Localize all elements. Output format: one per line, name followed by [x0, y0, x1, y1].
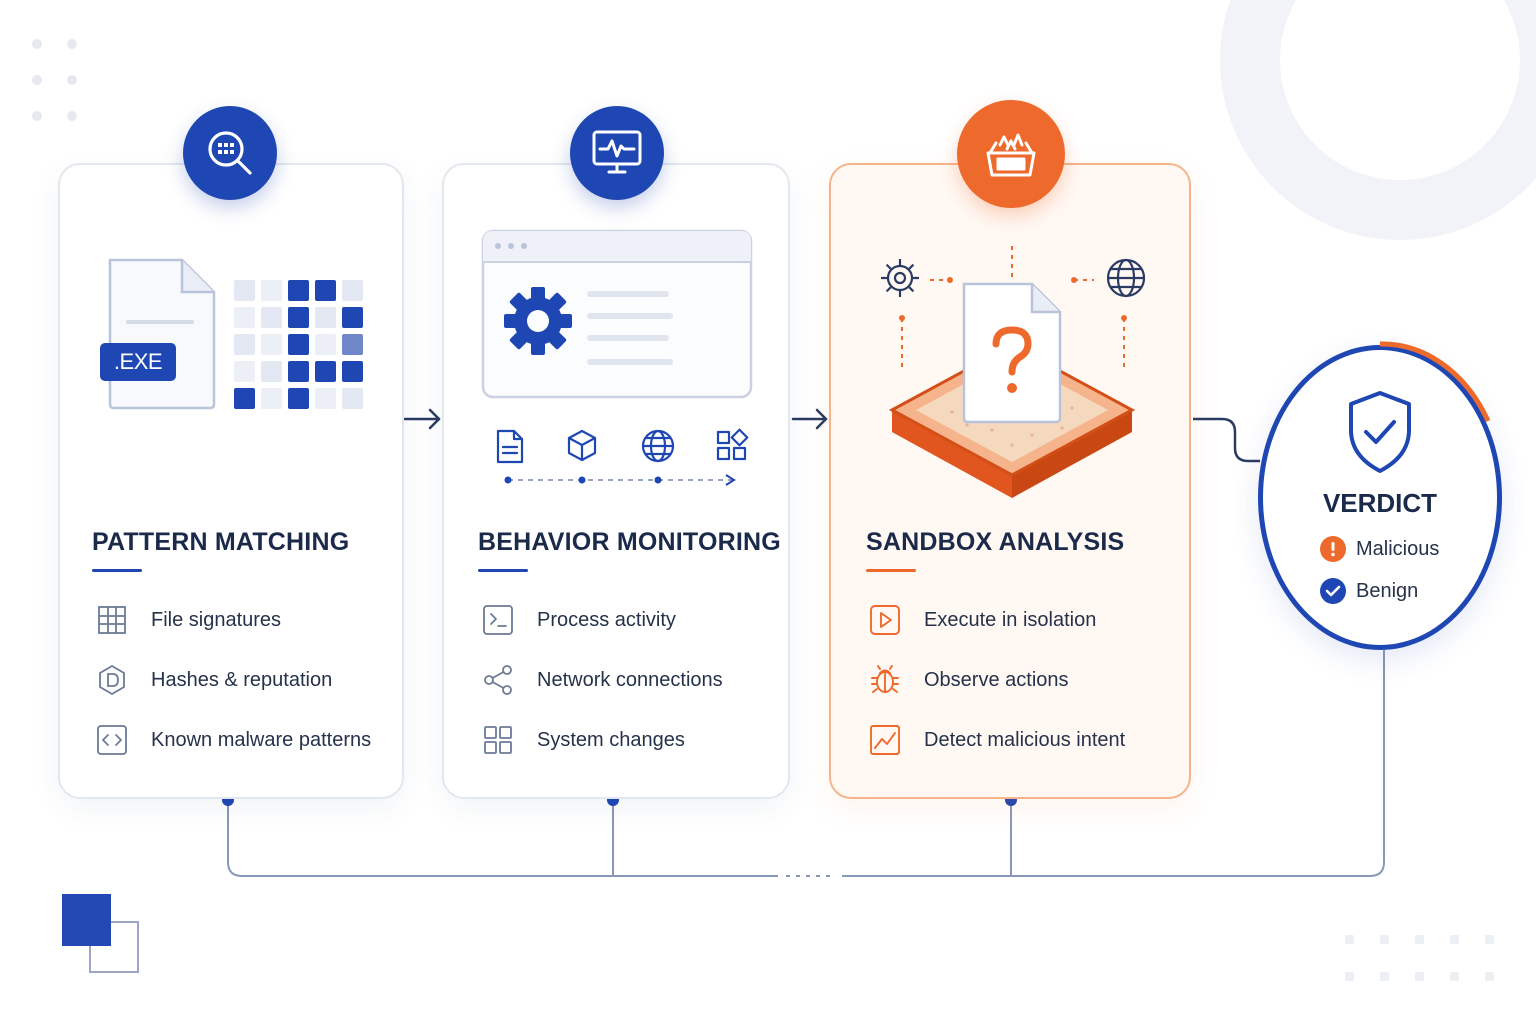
signature-cell: [261, 388, 282, 409]
terminal-icon: [481, 603, 515, 637]
feature-label: Process activity: [537, 608, 676, 631]
bug-icon: [868, 663, 902, 697]
stage-title-pattern-matching: PATTERN MATCHING: [92, 528, 350, 556]
play-box-icon: [868, 603, 902, 637]
verdict-ring-accent: [1379, 341, 1491, 423]
flow-arrows: [403, 408, 828, 430]
feature-process-activity: Process activity: [481, 602, 676, 638]
share-nodes-icon: [481, 663, 515, 697]
signature-cell: [288, 280, 309, 301]
decorative-dots-top-left: [32, 39, 77, 121]
signature-cell: [342, 388, 363, 409]
sandbox-illustration: [881, 246, 1146, 498]
verdict-title: VERDICT: [1322, 488, 1438, 518]
feature-label: Hashes & reputation: [151, 668, 333, 691]
code-brackets-icon: [95, 723, 129, 757]
gear-icon: [504, 287, 572, 355]
signature-grid: [234, 280, 363, 409]
apps-grid-icon: [481, 723, 515, 757]
feature-hashes-reputation: Hashes & reputation: [95, 662, 332, 698]
signature-cell: [315, 361, 336, 382]
signature-cell: [288, 388, 309, 409]
feature-label: Detect malicious intent: [924, 728, 1126, 751]
grid-icon: [95, 603, 129, 637]
monitor-pulse-icon: [570, 106, 664, 200]
stage-title-sandbox-analysis: SANDBOX ANALYSIS: [866, 528, 1125, 556]
feature-system-changes: System changes: [481, 722, 685, 758]
feature-file-signatures: File signatures: [95, 602, 281, 638]
signature-cell: [261, 361, 282, 382]
stage-title-behavior-monitoring: BEHAVIOR MONITORING: [478, 528, 781, 556]
decorative-dots-bottom-right: [1345, 935, 1494, 981]
signature-cell: [288, 334, 309, 355]
hash-shield-icon: [95, 663, 129, 697]
trend-chart-icon: [868, 723, 902, 757]
signature-cell: [288, 307, 309, 328]
title-underline: [866, 569, 916, 572]
signature-cell: [315, 280, 336, 301]
globe-icon: [641, 429, 675, 463]
shield-check-icon: [1349, 391, 1411, 473]
connector-bus: [227, 650, 1385, 877]
verdict-outcome-malicious: Malicious: [1320, 536, 1439, 562]
verdict-connector: [1193, 417, 1260, 463]
check-icon: [1320, 578, 1346, 604]
gear-icon: [881, 259, 919, 297]
signature-cell: [234, 388, 255, 409]
verdict-panel: [1258, 345, 1502, 650]
feature-detect-malicious-intent: Detect malicious intent: [868, 722, 1125, 758]
document-icon: [496, 429, 524, 464]
feature-label: Execute in isolation: [924, 608, 1097, 631]
signature-cell: [288, 361, 309, 382]
signature-cell: [261, 334, 282, 355]
signature-cell: [342, 280, 363, 301]
signature-cell: [261, 280, 282, 301]
process-window: [481, 229, 753, 399]
signature-cell: [315, 307, 336, 328]
signature-cell: [315, 334, 336, 355]
feature-label: System changes: [537, 728, 685, 751]
feature-label: Network connections: [537, 668, 723, 691]
exe-file-label: .EXE: [100, 343, 176, 381]
signature-cell: [261, 307, 282, 328]
signature-cell: [234, 280, 255, 301]
unknown-file-icon: [962, 282, 1062, 424]
feature-network-connections: Network connections: [481, 662, 723, 698]
signature-cell: [234, 334, 255, 355]
feature-label: Observe actions: [924, 668, 1069, 691]
feature-label: File signatures: [151, 608, 282, 631]
exe-file-icon: [108, 258, 216, 410]
signature-cell: [234, 307, 255, 328]
globe-icon: [1106, 258, 1146, 298]
verdict-outcome-label: Malicious: [1356, 537, 1440, 560]
title-underline: [478, 569, 528, 572]
signature-cell: [315, 388, 336, 409]
decorative-ring: [1220, 0, 1536, 240]
magnifier-grid-icon: [183, 106, 277, 200]
alert-icon: [1320, 536, 1346, 562]
behavior-icons-row: [496, 428, 749, 486]
signature-cell: [342, 361, 363, 382]
signature-cell: [342, 307, 363, 328]
verdict-outcome-label: Benign: [1356, 579, 1419, 602]
feature-label: Known malware patterns: [151, 728, 372, 751]
feature-known-malware-patterns: Known malware patterns: [95, 722, 371, 758]
feature-execute-in-isolation: Execute in isolation: [868, 602, 1096, 638]
signature-cell: [234, 361, 255, 382]
title-underline: [92, 569, 142, 572]
verdict-outcome-benign: Benign: [1320, 578, 1418, 604]
decorative-squares: [62, 894, 139, 973]
signature-cell: [342, 334, 363, 355]
cube-icon: [567, 429, 597, 462]
feature-observe-actions: Observe actions: [868, 662, 1069, 698]
sandbox-box-icon: [957, 100, 1065, 208]
apps-grid-icon: [716, 428, 749, 461]
